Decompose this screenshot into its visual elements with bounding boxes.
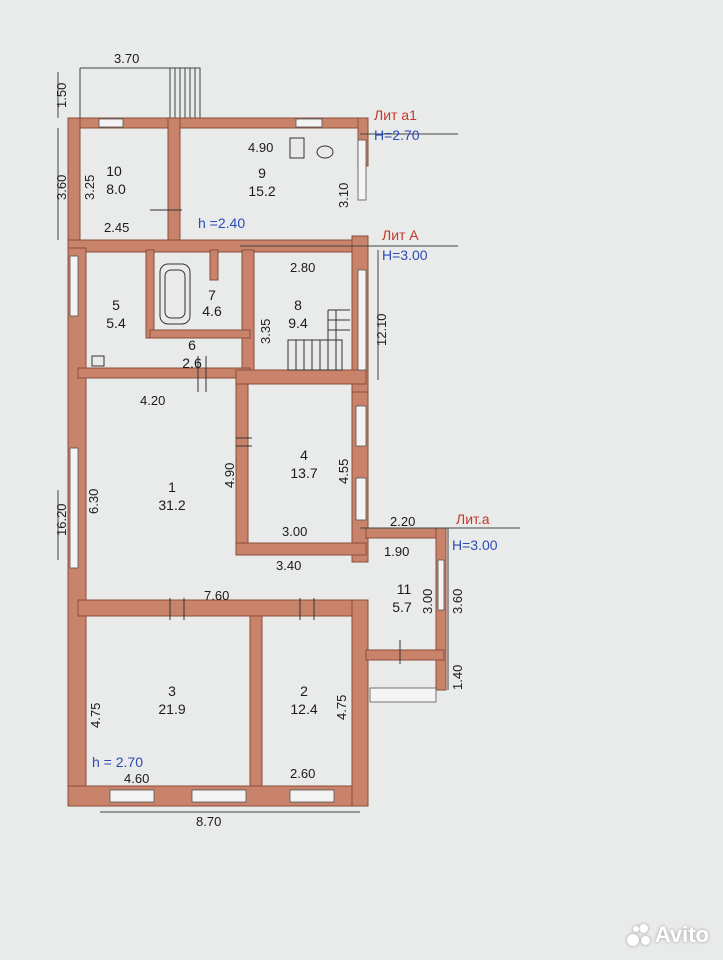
room-4-area: 13.7 xyxy=(290,465,317,481)
staircase xyxy=(287,309,350,371)
bathtub-icon xyxy=(159,263,191,325)
dim-3-35: 3.35 xyxy=(258,319,273,344)
room-5-area: 5.4 xyxy=(106,315,126,331)
plumbing-icons xyxy=(91,137,334,367)
dim-1-50: 1.50 xyxy=(54,83,69,108)
dim-3-25: 3.25 xyxy=(82,175,97,200)
dim-2-60: 2.60 xyxy=(290,766,315,781)
dim-4-75-room2: 4.75 xyxy=(334,695,349,720)
room-6-number: 6 xyxy=(188,337,196,353)
windows xyxy=(69,118,445,803)
room-7-area: 4.6 xyxy=(202,303,222,319)
dim-3-60-left: 3.60 xyxy=(54,175,69,200)
lit-A-label: Лит А xyxy=(382,227,419,243)
dim-6-30: 6.30 xyxy=(86,489,101,514)
room-2-number: 2 xyxy=(300,683,308,699)
dim-12-10: 12.10 xyxy=(374,313,389,346)
inner-height-main: h = 2.70 xyxy=(92,754,143,770)
inner-height-a1: h =2.40 xyxy=(198,215,245,231)
dim-8-70: 8.70 xyxy=(196,814,221,829)
avito-logo-icon xyxy=(625,922,651,948)
dimension-lines xyxy=(57,72,520,813)
dim-3-40: 3.40 xyxy=(276,558,301,573)
room-7-number: 7 xyxy=(208,287,216,303)
dim-1-90: 1.90 xyxy=(384,544,409,559)
lit-a1-label: Лит а1 xyxy=(374,107,417,123)
room-2-area: 12.4 xyxy=(290,701,317,717)
dim-4-55: 4.55 xyxy=(336,459,351,484)
dim-top-3-70: 3.70 xyxy=(114,51,139,66)
dim-3-00-room11: 3.00 xyxy=(420,589,435,614)
dim-2-45: 2.45 xyxy=(104,220,129,235)
lit-a-label: Лит.а xyxy=(456,511,490,527)
lit-a1-height: H=2.70 xyxy=(374,127,420,143)
room-5-number: 5 xyxy=(112,297,120,313)
room-3-area: 21.9 xyxy=(158,701,185,717)
door-marks xyxy=(150,209,401,664)
dim-4-60: 4.60 xyxy=(124,771,149,786)
room-10-area: 8.0 xyxy=(106,181,126,197)
room-11-area: 5.7 xyxy=(392,599,412,615)
room-11-number: 11 xyxy=(397,581,412,597)
room-9-number: 9 xyxy=(258,165,266,181)
dim-16-20: 16.20 xyxy=(54,503,69,536)
lit-A-height: H=3.00 xyxy=(382,247,428,263)
lit-a-height: H=3.00 xyxy=(452,537,498,553)
dim-4-75-room3: 4.75 xyxy=(88,703,103,728)
room-10-number: 10 xyxy=(106,163,122,179)
dim-7-60: 7.60 xyxy=(204,588,229,603)
room-1-number: 1 xyxy=(168,479,176,495)
dim-1-40: 1.40 xyxy=(450,665,465,690)
dim-3-00: 3.00 xyxy=(282,524,307,539)
room-8-area: 9.4 xyxy=(288,315,308,331)
room-4-number: 4 xyxy=(300,447,308,463)
dim-3-60-room11: 3.60 xyxy=(450,589,465,614)
dim-4-90: 4.90 xyxy=(248,140,273,155)
dim-2-20: 2.20 xyxy=(390,514,415,529)
dim-4-20: 4.20 xyxy=(140,393,165,408)
avito-text: Avito xyxy=(654,922,709,947)
room-6-area: 2.6 xyxy=(182,355,202,371)
room-3-number: 3 xyxy=(168,683,176,699)
room-9-area: 15.2 xyxy=(248,183,275,199)
avito-watermark: Avito xyxy=(625,922,709,948)
room-8-number: 8 xyxy=(294,297,302,313)
dim-2-80: 2.80 xyxy=(290,260,315,275)
dim-3-10: 3.10 xyxy=(336,183,351,208)
room-1-area: 31.2 xyxy=(158,497,185,513)
dim-4-90-room4: 4.90 xyxy=(222,463,237,488)
